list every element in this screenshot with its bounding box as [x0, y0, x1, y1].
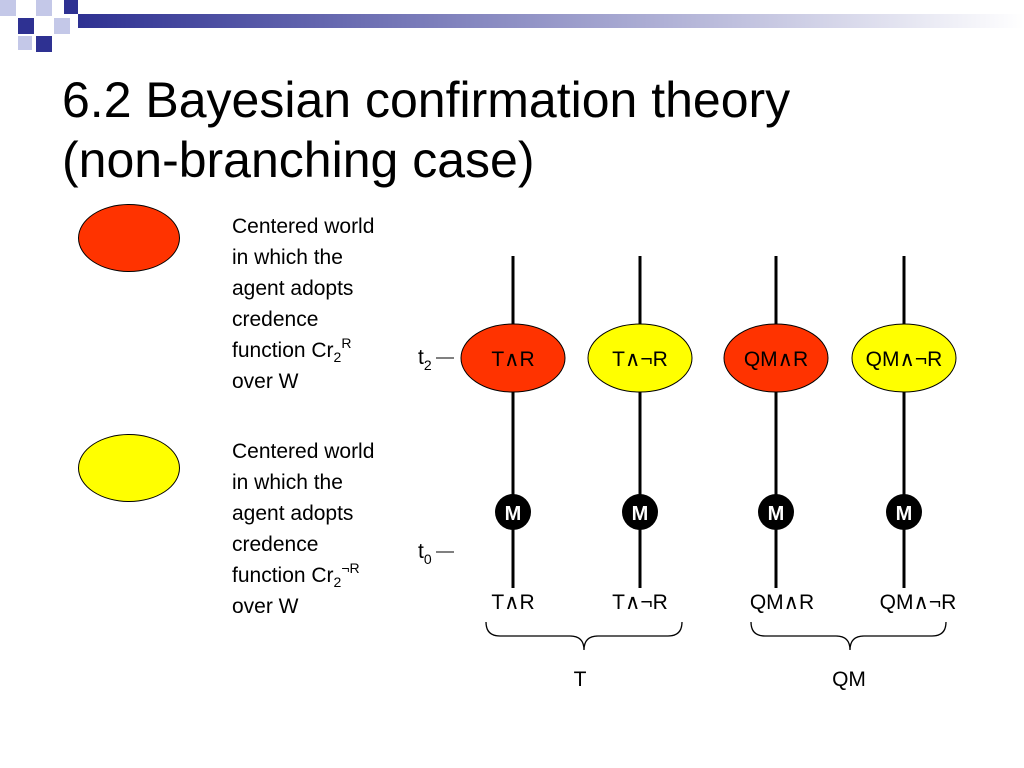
- measurement-label: M: [896, 503, 913, 525]
- outcome-label: QM∧R: [750, 591, 814, 614]
- world-ellipse-yellow: [587, 323, 693, 393]
- measurement-node: [622, 494, 658, 530]
- world-label: QM∧R: [744, 348, 808, 371]
- outcome-label: QM∧¬R: [880, 591, 957, 614]
- measurement-node: [495, 494, 531, 530]
- legend-yellow-text: Centered world in which the agent adopts…: [232, 440, 375, 618]
- time-label-t0: t0: [418, 540, 432, 567]
- group-label-qm: QM: [832, 668, 866, 691]
- measurement-label: M: [768, 503, 785, 525]
- measurement-label: M: [505, 503, 522, 525]
- time-label-t2: t2: [418, 346, 432, 373]
- decoration-square: [18, 36, 32, 50]
- world-label: QM∧¬R: [866, 348, 943, 371]
- legend-red-ellipse: [78, 204, 180, 272]
- group-label-t: T: [574, 668, 587, 691]
- decoration-bar: [78, 14, 1024, 28]
- outcome-label: T∧R: [491, 591, 534, 614]
- decoration-square: [36, 36, 52, 52]
- decoration-square: [0, 0, 16, 16]
- world-ellipse-red: [460, 323, 566, 393]
- measurement-label: M: [632, 503, 649, 525]
- decoration-square: [36, 0, 52, 16]
- legend-yellow-ellipse: [78, 434, 180, 502]
- measurement-node: [758, 494, 794, 530]
- decoration-square: [64, 0, 78, 14]
- title-decoration: [0, 0, 1024, 52]
- decoration-square: [54, 18, 70, 34]
- outcome-label: T∧¬R: [612, 591, 668, 614]
- group-brace-qm: [750, 621, 947, 651]
- world-ellipse-yellow: [851, 323, 957, 393]
- title-line-2: (non-branching case): [62, 132, 535, 188]
- world-label: T∧¬R: [612, 348, 668, 371]
- group-brace-t: [485, 621, 683, 651]
- measurement-node: [886, 494, 922, 530]
- decoration-square: [18, 18, 34, 34]
- page-title: 6.2 Bayesian confirmation theory (non-br…: [62, 70, 962, 190]
- world-ellipse-red: [723, 323, 829, 393]
- world-label: T∧R: [491, 348, 534, 371]
- title-line-1: 6.2 Bayesian confirmation theory: [62, 72, 791, 128]
- legend-red-text: Centered world in which the agent adopts…: [232, 215, 375, 393]
